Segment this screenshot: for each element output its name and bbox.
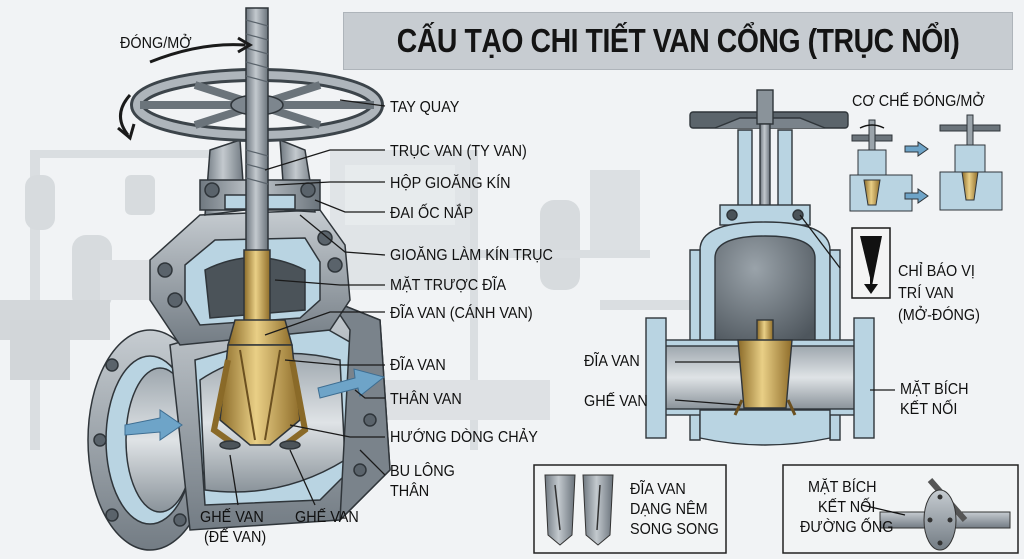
label-disc: ĐĨA VAN [390,357,446,374]
label-stem-packing: GIOĂNG LÀM KÍN TRỤC [390,247,553,264]
label-flange-1: MẶT BÍCH [900,381,969,398]
page-title: CẤU TẠO CHI TIẾT VAN CỔNG (TRỤC NỔI) [396,22,960,59]
section-valve [645,89,875,446]
flow-arrows [124,368,386,441]
label-indicator-3: (MỞ-ĐÓNG) [898,307,980,324]
label-right-disc: ĐĨA VAN [584,353,640,370]
label-pipe-flange-3: ĐƯỜNG ỐNG [800,519,894,536]
label-body-bolts-1: BU LÔNG [390,463,455,480]
label-body: THÂN VAN [390,391,462,408]
label-body-bolts-2: THÂN [390,483,430,500]
label-right-seat: GHẾ VAN [584,393,648,410]
leader-lines [229,99,386,506]
label-seat-right: GHẾ VAN [295,509,359,526]
label-parallel-3: SONG SONG [630,521,719,538]
label-stuffing-box: HỘP GIOĂNG KÍN [390,175,511,192]
label-parallel-2: DẠNG NÊM [630,501,708,518]
inset-parallel-disc [533,464,727,554]
label-flange-2: KẾT NỐI [900,401,958,418]
inset-pipe-flange [782,464,1019,554]
label-stem: TRỤC VAN (TY VAN) [390,143,527,160]
label-handwheel: TAY QUAY [390,99,460,116]
cutaway-valve [87,7,391,551]
label-disc-wedge: ĐĨA VAN (CÁNH VAN) [390,305,533,322]
section-leaders [674,214,895,406]
label-bonnet-nut: ĐAI ỐC NẮP [390,205,474,222]
label-indicator-1: CHỈ BÁO VỊ [898,263,975,280]
label-pipe-flange-1: MẶT BÍCH [808,479,877,496]
label-mechanism: CƠ CHẾ ĐÓNG/MỞ [852,93,985,110]
label-pipe-flange-2: KẾT NỐI [818,499,876,516]
label-parallel-1: ĐĨA VAN [630,481,686,498]
label-indicator-2: TRÍ VAN [898,285,954,302]
rotation-arrow-icon [117,36,253,141]
label-open-close: ĐÓNG/MỞ [120,35,192,52]
label-disc-slide-face: MẶT TRƯỢC ĐĨA [390,277,507,294]
mechanism-mini [849,114,1003,212]
label-flow-direction: HƯỚNG DÒNG CHẢY [390,429,538,446]
position-indicator-icon [851,227,891,299]
title-banner: CẤU TẠO CHI TIẾT VAN CỔNG (TRỤC NỔI) [343,12,1013,70]
label-seat-left-2: (ĐẾ VAN) [204,529,267,546]
label-seat-left-1: GHẾ VAN [200,509,264,526]
